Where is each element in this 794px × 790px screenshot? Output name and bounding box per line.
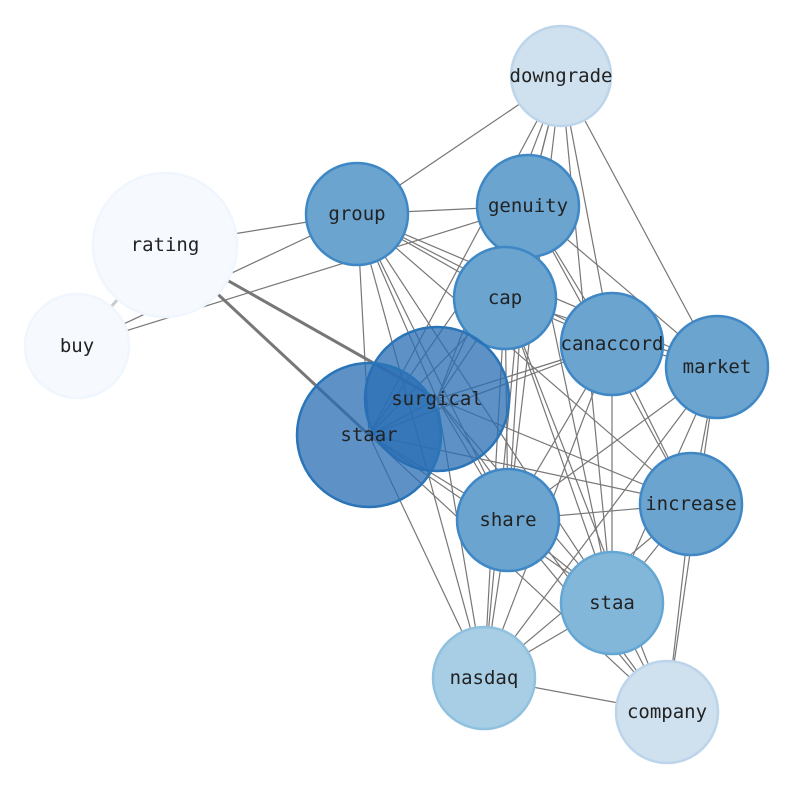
node-label-nasdaq: nasdaq bbox=[450, 667, 519, 689]
node-canaccord bbox=[559, 291, 665, 397]
edge-group-increase bbox=[356, 213, 692, 505]
node-label-increase: increase bbox=[645, 493, 737, 515]
node-share bbox=[455, 467, 561, 573]
node-label-share: share bbox=[479, 509, 536, 531]
node-label-downgrade: downgrade bbox=[510, 65, 613, 87]
node-downgrade bbox=[509, 24, 613, 128]
node-label-company: company bbox=[627, 701, 707, 723]
nodes-layer: downgrade rating buy group genuity cap canacco… bbox=[23, 24, 770, 765]
node-group bbox=[304, 161, 410, 267]
node-label-group: group bbox=[328, 203, 385, 225]
node-label-rating: rating bbox=[131, 234, 200, 256]
edge-buy-genuity bbox=[76, 205, 529, 347]
node-increase bbox=[638, 451, 744, 557]
node-label-staa: staa bbox=[589, 592, 635, 614]
edge-market-nasdaq bbox=[483, 366, 718, 679]
node-company bbox=[614, 659, 720, 765]
edge-cap-staa bbox=[504, 297, 613, 604]
node-rating bbox=[91, 171, 239, 319]
node-cap bbox=[452, 245, 558, 351]
node-staar bbox=[295, 361, 443, 509]
node-staa bbox=[559, 550, 665, 656]
node-market bbox=[664, 314, 770, 420]
node-label-staar: staar bbox=[340, 424, 397, 446]
node-label-cap: cap bbox=[488, 287, 522, 309]
node-label-canaccord: canaccord bbox=[561, 333, 664, 355]
node-label-buy: buy bbox=[60, 335, 94, 357]
node-label-market: market bbox=[683, 356, 752, 378]
node-nasdaq bbox=[431, 625, 537, 731]
edge-downgrade-market bbox=[560, 75, 718, 368]
node-label-genuity: genuity bbox=[488, 195, 568, 217]
node-label-surgical: surgical bbox=[391, 388, 483, 410]
node-buy bbox=[23, 292, 131, 400]
